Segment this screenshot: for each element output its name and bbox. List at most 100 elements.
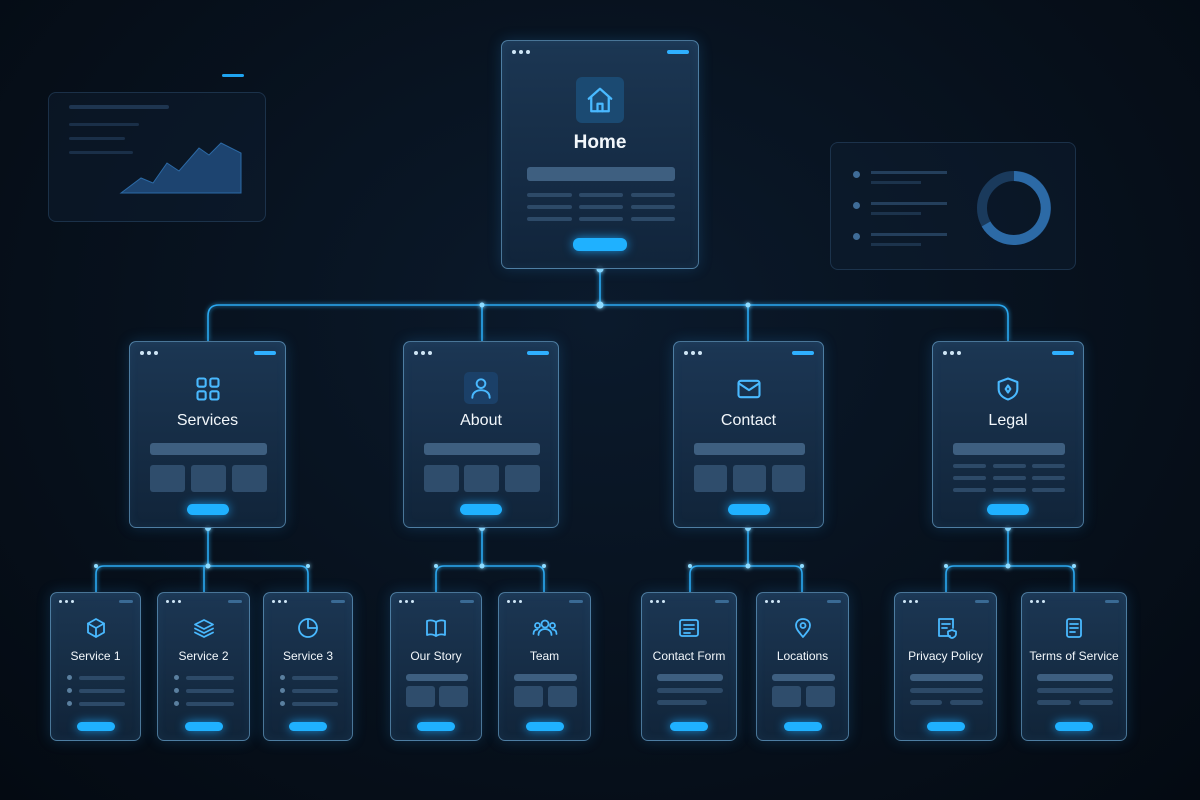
page-title: Contact xyxy=(720,412,777,429)
content-bar xyxy=(527,167,675,181)
list-bullet xyxy=(280,688,285,693)
services-page-card[interactable]: Services xyxy=(129,341,286,528)
window-pill xyxy=(119,600,133,603)
team-page-card[interactable]: Team xyxy=(498,592,591,741)
window-pill xyxy=(1105,600,1119,603)
donut-chart-icon xyxy=(977,171,1051,245)
window-dots xyxy=(943,351,961,355)
window-dots xyxy=(650,600,665,603)
book-icon xyxy=(423,615,449,641)
list-bullet xyxy=(67,688,72,693)
window-pill xyxy=(254,351,276,355)
content-tile xyxy=(505,465,540,492)
content-bar xyxy=(406,674,468,681)
content-line xyxy=(993,464,1026,468)
cta-button[interactable] xyxy=(987,504,1029,515)
map-pin-icon xyxy=(790,615,816,641)
page-title: Terms of Service xyxy=(1029,649,1119,663)
content-line xyxy=(657,700,707,705)
list-bullet xyxy=(280,675,285,680)
background-chart-panel xyxy=(48,92,266,222)
content-bar xyxy=(514,674,577,681)
service-2-page-card[interactable]: Service 2 xyxy=(157,592,250,741)
content-tile xyxy=(694,465,727,492)
window-dots xyxy=(414,351,432,355)
cta-button[interactable] xyxy=(783,722,822,731)
layers-icon xyxy=(191,615,217,641)
window-dots xyxy=(140,351,158,355)
page-title: Team xyxy=(529,649,560,663)
list-bullet xyxy=(67,675,72,680)
window-pill xyxy=(569,600,583,603)
content-tile xyxy=(733,465,766,492)
cta-button[interactable] xyxy=(417,722,455,731)
cta-button[interactable] xyxy=(727,504,770,515)
content-line xyxy=(579,217,623,221)
cta-button[interactable] xyxy=(573,238,627,251)
decorative-accent xyxy=(222,74,244,77)
content-line xyxy=(953,464,986,468)
cta-button[interactable] xyxy=(184,722,223,731)
window-pill xyxy=(667,50,689,54)
page-title: Service 2 xyxy=(178,649,229,663)
content-line xyxy=(953,476,986,480)
window-dots xyxy=(59,600,74,603)
content-line xyxy=(527,193,572,197)
content-line xyxy=(292,689,338,693)
service-1-page-card[interactable]: Service 1 xyxy=(50,592,141,741)
cta-button[interactable] xyxy=(76,722,115,731)
content-line xyxy=(579,205,623,209)
content-bar xyxy=(150,443,267,455)
content-tile xyxy=(464,465,499,492)
page-title: Service 1 xyxy=(70,649,121,663)
content-line xyxy=(1037,688,1113,693)
cta-button[interactable] xyxy=(186,504,229,515)
window-dots xyxy=(507,600,522,603)
list-bullet xyxy=(280,701,285,706)
service-3-page-card[interactable]: Service 3 xyxy=(263,592,353,741)
cta-button[interactable] xyxy=(460,504,502,515)
cta-button[interactable] xyxy=(926,722,965,731)
mail-icon xyxy=(733,374,765,404)
content-line xyxy=(657,688,723,693)
content-line xyxy=(292,702,338,706)
our-story-page-card[interactable]: Our Story xyxy=(390,592,482,741)
content-line xyxy=(186,702,234,706)
window-pill xyxy=(975,600,989,603)
content-line xyxy=(79,689,125,693)
contact-form-page-card[interactable]: Contact Form xyxy=(641,592,737,741)
content-line xyxy=(953,488,986,492)
cta-button[interactable] xyxy=(525,722,564,731)
terms-of-service-page-card[interactable]: Terms of Service xyxy=(1021,592,1127,741)
cta-button[interactable] xyxy=(670,722,708,731)
content-bar xyxy=(1037,674,1113,681)
content-line xyxy=(1032,488,1065,492)
home-icon xyxy=(576,77,624,123)
content-line xyxy=(993,476,1026,480)
window-pill xyxy=(792,351,814,355)
content-tile xyxy=(806,686,835,707)
content-tile xyxy=(406,686,435,707)
window-pill xyxy=(228,600,242,603)
page-title: Privacy Policy xyxy=(908,649,983,663)
contact-page-card[interactable]: Contact xyxy=(673,341,824,528)
content-tile xyxy=(191,465,226,492)
list-bullet xyxy=(174,688,179,693)
legal-page-card[interactable]: Legal xyxy=(932,341,1084,528)
pie-chart-icon xyxy=(295,615,321,641)
window-dots xyxy=(765,600,780,603)
cube-icon xyxy=(83,615,109,641)
window-pill xyxy=(460,600,474,603)
content-line xyxy=(950,700,983,705)
content-line xyxy=(1032,476,1065,480)
content-tile xyxy=(548,686,577,707)
grid-icon xyxy=(193,374,223,404)
about-page-card[interactable]: About xyxy=(403,341,559,528)
home-page-card[interactable]: Home xyxy=(501,40,699,269)
privacy-policy-page-card[interactable]: Privacy Policy xyxy=(894,592,997,741)
locations-page-card[interactable]: Locations xyxy=(756,592,849,741)
page-title: Contact Form xyxy=(652,649,726,663)
cta-button[interactable] xyxy=(289,722,327,731)
content-line xyxy=(292,676,338,680)
cta-button[interactable] xyxy=(1055,722,1093,731)
